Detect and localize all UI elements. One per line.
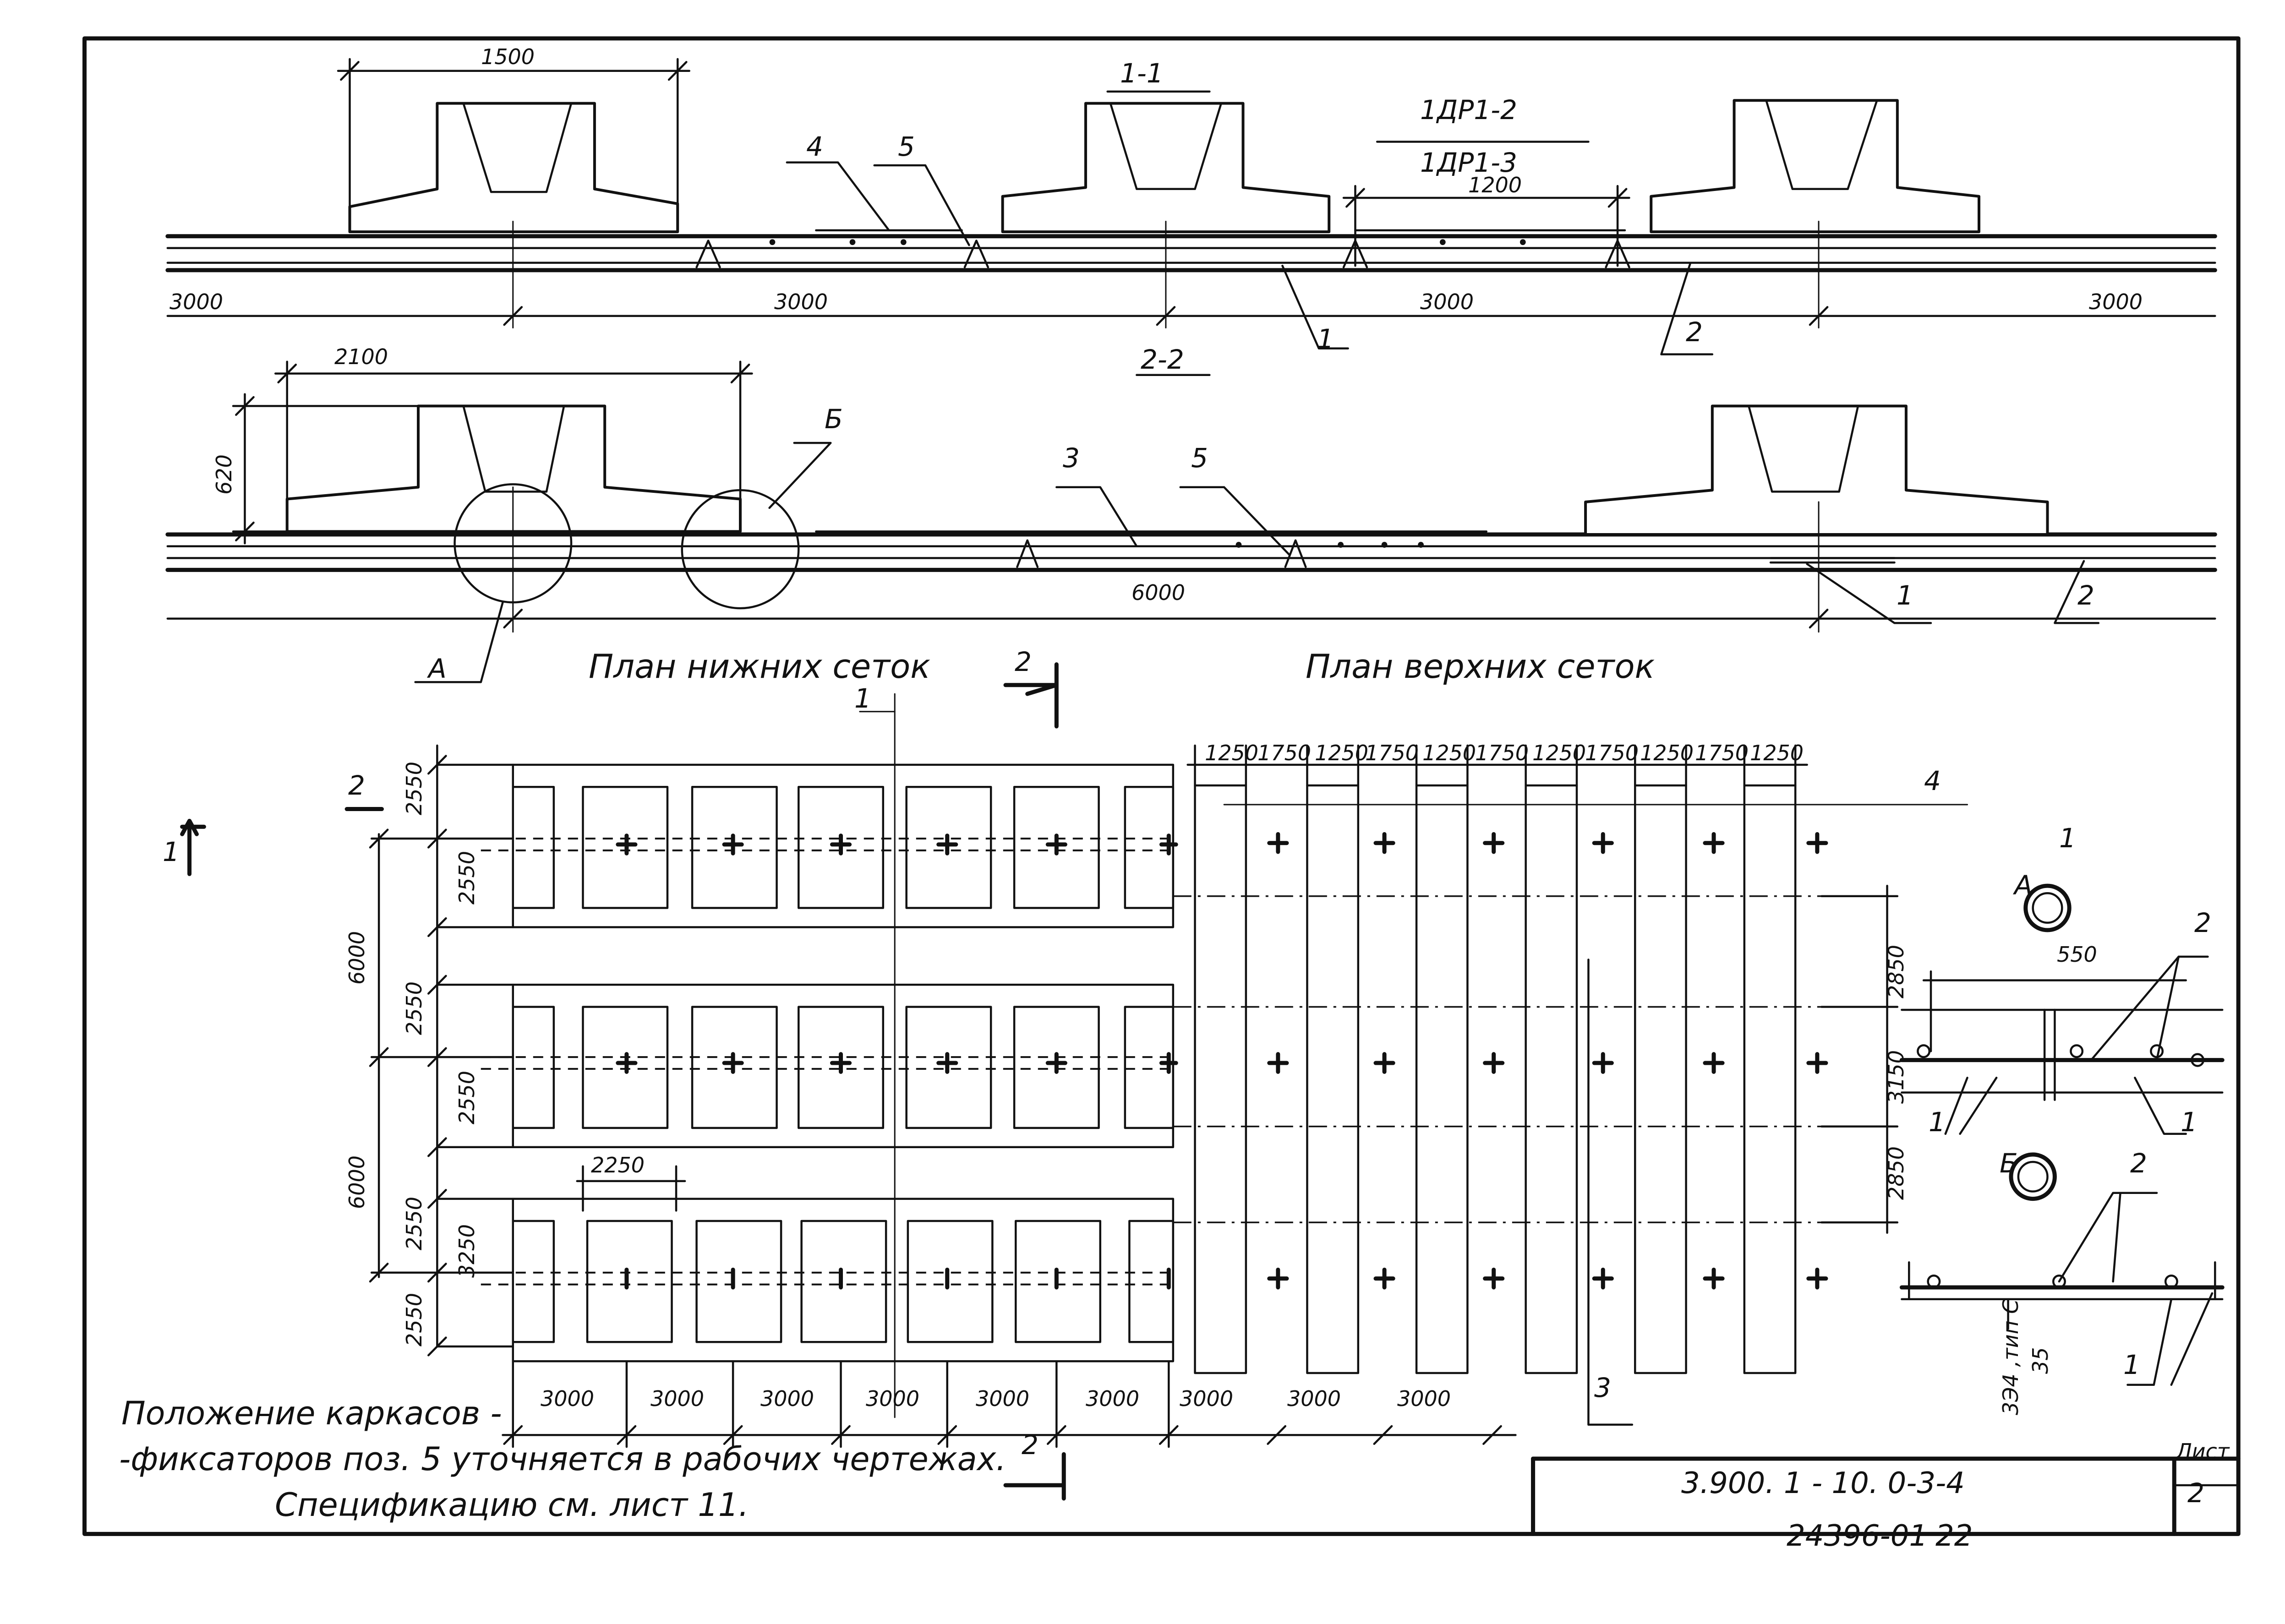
- callout-pos-1-top: 1: [1317, 323, 1334, 354]
- note-line-2: -фиксаторов поз. 5 уточняется в рабочих …: [119, 1440, 1006, 1478]
- dim-right-2850-1: 2850: [1884, 945, 1908, 998]
- section-1-1: [168, 59, 2215, 375]
- dim-top-3000-1: 3000: [169, 289, 223, 314]
- dim-bottom-3000-4: 3000: [866, 1386, 919, 1411]
- dim-left-2550-2: 2550: [454, 851, 479, 905]
- note-line-3: Спецификацию см. лист 11.: [275, 1486, 749, 1524]
- dim-bottom-3000-7: 3000: [1180, 1386, 1233, 1411]
- dim-strip-5: 1250: [1422, 741, 1476, 765]
- dim-strip-7: 1250: [1532, 741, 1586, 765]
- dim-6000: 6000: [1132, 580, 1185, 605]
- dim-left-6000-2: 6000: [344, 1155, 369, 1209]
- callout-pos-1-plan: 1: [854, 683, 871, 714]
- dim-right-2850-2: 2850: [1884, 1146, 1908, 1200]
- plan-upper-meshes: [1173, 746, 1968, 1425]
- callout-node-a-mid: А: [426, 653, 447, 684]
- callout-pos-4-top: 4: [806, 131, 823, 162]
- dim-strip-9: 1250: [1640, 741, 1694, 765]
- dim-strip-3: 1250: [1315, 741, 1368, 765]
- dim-620: 620: [212, 454, 236, 495]
- callout-pos-4-plan: 4: [1924, 765, 1941, 796]
- detail-a-pos-1-right: 1: [2181, 1106, 2198, 1138]
- cut-2-top: 2: [1015, 646, 1032, 677]
- dim-strip-10: 1750: [1695, 741, 1749, 765]
- callout-pos-2-mid: 2: [2077, 580, 2094, 611]
- callout-pos-1-mid: 1: [1897, 580, 1913, 611]
- dim-bottom-3000-1: 3000: [541, 1386, 594, 1411]
- cut-1-left: 1: [163, 836, 180, 867]
- dim-top-3000-2: 3000: [774, 289, 828, 314]
- detail-b-weld-size: 35: [2028, 1347, 2053, 1374]
- detail-b-weld: 3Э4 ,тип С: [1998, 1299, 2023, 1415]
- dim-left-2550-1: 2550: [402, 762, 426, 815]
- cut-2-left: 2: [348, 770, 365, 801]
- cut-2-bottom: 2: [1022, 1429, 1039, 1461]
- detail-b-pos-1: 1: [2123, 1349, 2140, 1380]
- callout-pos-3-mid: 3: [1063, 442, 1080, 474]
- dim-right-3150: 3150: [1884, 1050, 1908, 1104]
- dim-bottom-3000-9: 3000: [1397, 1386, 1451, 1411]
- dim-bottom-3000-8: 3000: [1287, 1386, 1341, 1411]
- dim-2100: 2100: [334, 344, 388, 369]
- dim-left-2550-6: 2550: [402, 1293, 426, 1346]
- dim-left-2550-3: 2550: [402, 981, 426, 1035]
- section-title-2-2: 2-2: [1141, 344, 1184, 375]
- callout-node-b-mid: Б: [825, 403, 843, 435]
- dim-1200: 1200: [1468, 173, 1522, 197]
- dim-bottom-3000-6: 3000: [1086, 1386, 1139, 1411]
- dim-strip-1: 1250: [1205, 741, 1258, 765]
- detail-b-pos-2: 2: [2130, 1148, 2147, 1179]
- dim-strip-8: 1750: [1585, 741, 1639, 765]
- callout-pos-5-mid: 5: [1191, 442, 1208, 474]
- dim-left-2550-5: 2550: [402, 1197, 426, 1250]
- detail-node-a: [1902, 886, 2222, 1134]
- node-b-label: Б: [2000, 1148, 2018, 1179]
- detail-a-pos-2: 2: [2194, 907, 2211, 938]
- callout-pos-3-plan: 3: [1594, 1372, 1611, 1403]
- dim-bottom-3000-3: 3000: [760, 1386, 814, 1411]
- dim-left-6000-1: 6000: [344, 931, 369, 985]
- dim-strip-11: 1250: [1750, 741, 1804, 765]
- beam-type-b: 1ДР1-3: [1420, 147, 1517, 178]
- sheet-frame: [85, 38, 2239, 1534]
- dim-1500: 1500: [481, 44, 535, 69]
- plan-lower-meshes: [182, 665, 1516, 1499]
- page-number: 22: [1935, 1519, 1973, 1553]
- title-upper-plan: План верхних сеток: [1306, 647, 1655, 686]
- detail-a-pos-1-left: 1: [1929, 1106, 1946, 1138]
- dim-left-2550-4: 2550: [454, 1071, 479, 1124]
- dim-2250: 2250: [591, 1153, 645, 1177]
- dim-strip-4: 1750: [1365, 741, 1419, 765]
- dim-strip-2: 1750: [1257, 741, 1311, 765]
- dim-550: 550: [2057, 942, 2097, 967]
- detail-node-b: [1902, 1155, 2222, 1385]
- sheet-number: 2: [2187, 1477, 2204, 1509]
- cut-1-right: 1: [2059, 823, 2076, 854]
- dim-top-3000-4: 3000: [2089, 289, 2143, 314]
- section-title-1-1: 1-1: [1120, 58, 1164, 89]
- doc-code: 3.900. 1 - 10. 0-3-4: [1681, 1466, 1965, 1500]
- beam-type-a: 1ДР1-2: [1420, 94, 1517, 125]
- dim-top-3000-3: 3000: [1420, 289, 1474, 314]
- title-lower-plan: План нижних сеток: [589, 647, 930, 686]
- callout-pos-5-top: 5: [898, 131, 915, 162]
- node-a-label: А: [2012, 870, 2033, 901]
- section-2-2: [168, 362, 2215, 682]
- sheet-label: Лист: [2175, 1439, 2230, 1464]
- dim-strip-6: 1750: [1475, 741, 1529, 765]
- callout-pos-2-top: 2: [1686, 316, 1703, 348]
- dim-bottom-3000-2: 3000: [651, 1386, 704, 1411]
- note-line-1: Положение каркасов -: [121, 1395, 502, 1432]
- archive-number: 24396-01: [1787, 1519, 1928, 1553]
- dim-left-3250: 3250: [454, 1224, 479, 1278]
- dim-bottom-3000-5: 3000: [976, 1386, 1029, 1411]
